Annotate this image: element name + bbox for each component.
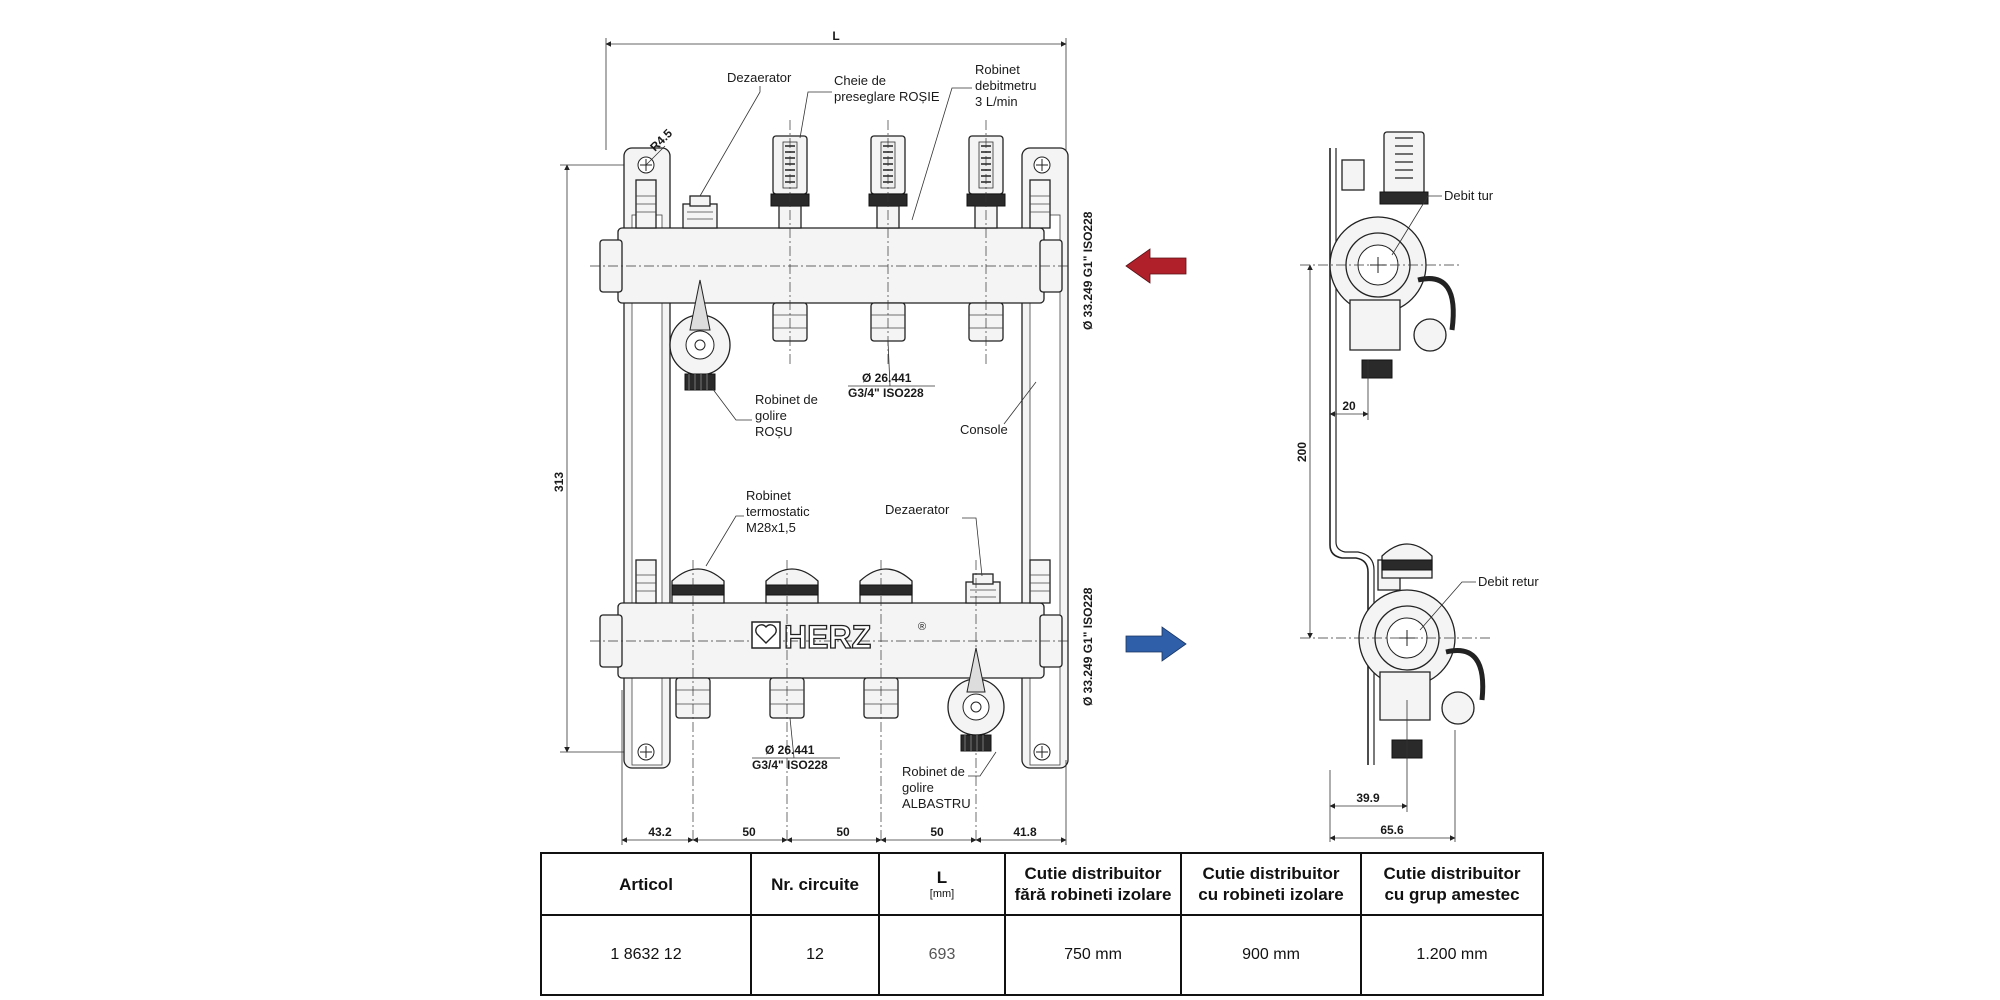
herz-logo: HERZ ® <box>751 618 926 656</box>
thread-main-bottom: Ø 33.249 G1" ISO228 <box>1081 587 1095 706</box>
spacing-3: 50 <box>836 825 850 839</box>
label-golire-albastru-1: Robinet de <box>902 764 965 779</box>
label-cheie-2: preseglare ROȘIE <box>834 89 940 104</box>
header-cutie-1-line1: Cutie distribuitor <box>1024 864 1162 883</box>
spacing-1: 43.2 <box>648 825 672 839</box>
cell-cutie-3: 1.200 mm <box>1360 914 1544 996</box>
manifold-technical-drawing: L 313 R4.5 <box>552 29 1539 845</box>
header-nr-circuite: Nr. circuite <box>750 852 880 916</box>
cell-nr-circuite: 12 <box>750 914 880 996</box>
outlet-top-diameter: Ø 26.441 <box>862 371 912 385</box>
front-view: L 313 R4.5 <box>552 29 1095 845</box>
spacing-2: 50 <box>742 825 756 839</box>
width-dimension: L <box>605 29 1067 150</box>
width-label: L <box>832 29 839 43</box>
label-termostatic-3: M28x1,5 <box>746 520 796 535</box>
drain-valve-blue <box>947 647 1005 752</box>
side-lower-valve <box>1300 543 1490 759</box>
header-l-unit: [mm] <box>929 888 955 900</box>
side-depth-2-label: 65.6 <box>1380 823 1404 837</box>
cell-articol: 1 8632 12 <box>540 914 752 996</box>
label-debit-retur: Debit retur <box>1478 574 1539 589</box>
label-robinet-debit-1: Robinet <box>975 62 1020 77</box>
height-label: 313 <box>552 472 566 492</box>
outlet-top-thread: G3/4" ISO228 <box>848 386 924 400</box>
label-robinet-debit-3: 3 L/min <box>975 94 1018 109</box>
side-offset-label: 20 <box>1342 399 1356 413</box>
label-golire-rosu-3: ROȘU <box>755 424 793 439</box>
thread-main-top: Ø 33.249 G1" ISO228 <box>1081 211 1095 330</box>
supply-arrow-icon <box>1125 248 1187 284</box>
label-termostatic-1: Robinet <box>746 488 791 503</box>
label-cheie-1: Cheie de <box>834 73 886 88</box>
drain-valve-red <box>669 279 731 391</box>
bottom-air-vent <box>965 573 1001 604</box>
spacing-4: 50 <box>930 825 944 839</box>
header-l: L[mm] <box>878 852 1006 916</box>
header-articol: Articol <box>540 852 752 916</box>
outlet-bottom-thread: G3/4" ISO228 <box>752 758 828 772</box>
spec-table: Articol Nr. circuite L[mm] Cutie distrib… <box>540 852 1544 996</box>
label-golire-rosu-1: Robinet de <box>755 392 818 407</box>
label-termostatic-2: termostatic <box>746 504 810 519</box>
label-debit-tur: Debit tur <box>1444 188 1494 203</box>
spec-table-header-row: Articol Nr. circuite L[mm] Cutie distrib… <box>540 852 1544 916</box>
label-robinet-debit-2: debitmetru <box>975 78 1036 93</box>
outlet-bottom-diameter: Ø 26.441 <box>765 743 815 757</box>
supply-manifold <box>590 179 1070 304</box>
brand-text: HERZ <box>784 619 871 655</box>
callouts: Dezaerator Cheie de preseglare ROȘIE Rob… <box>699 62 1036 811</box>
label-golire-albastru-2: golire <box>902 780 934 795</box>
cell-l: 693 <box>878 914 1006 996</box>
side-height-label: 200 <box>1295 442 1309 462</box>
spacing-5: 41.8 <box>1013 825 1037 839</box>
label-golire-albastru-3: ALBASTRU <box>902 796 971 811</box>
thermostatic-valves <box>671 568 913 604</box>
header-cutie-2-line1: Cutie distribuitor <box>1202 864 1340 883</box>
return-arrow-icon <box>1125 626 1187 662</box>
label-golire-rosu-2: golire <box>755 408 787 423</box>
header-cutie-2: Cutie distribuitor cu robineti izolare <box>1180 852 1362 916</box>
header-cutie-2-line2: cu robineti izolare <box>1198 885 1344 904</box>
label-dezaerator-bottom: Dezaerator <box>885 502 950 517</box>
table-row: 1 8632 12 12 693 750 mm 900 mm 1.200 mm <box>540 914 1544 996</box>
header-cutie-3-line2: cu grup amestec <box>1384 885 1520 904</box>
side-dimensions: 200 20 39.9 65.6 <box>1295 264 1456 842</box>
label-dezaerator-top: Dezaerator <box>727 70 792 85</box>
header-cutie-1: Cutie distribuitor fără robineti izolare <box>1004 852 1182 916</box>
side-view: 200 20 39.9 65.6 Debit tur Debit retur <box>1295 131 1539 842</box>
cell-cutie-1: 750 mm <box>1004 914 1182 996</box>
label-console: Console <box>960 422 1008 437</box>
side-upper-valve <box>1300 131 1460 379</box>
header-cutie-3: Cutie distribuitor cu grup amestec <box>1360 852 1544 916</box>
cell-cutie-2: 900 mm <box>1180 914 1362 996</box>
top-air-vent <box>682 195 718 229</box>
header-cutie-1-line2: fără robineti izolare <box>1014 885 1172 904</box>
return-manifold <box>590 559 1070 679</box>
side-depth-1-label: 39.9 <box>1356 791 1380 805</box>
header-l-text: L <box>936 868 948 887</box>
brand-mark: ® <box>918 621 926 633</box>
header-cutie-3-line1: Cutie distribuitor <box>1383 864 1521 883</box>
spacing-dimensions: 43.2 50 50 50 41.8 <box>621 690 1067 845</box>
